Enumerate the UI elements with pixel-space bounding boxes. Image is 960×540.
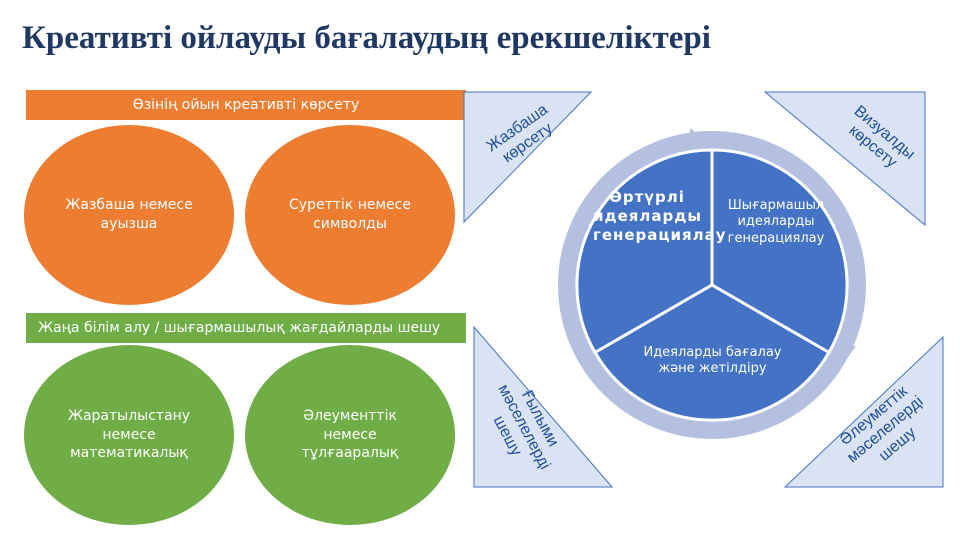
segment-bottom [592,283,832,422]
top-section-label: Өзінің ойын креативті көрсету [26,90,466,120]
segment-right-text: Шығармашыл идеяларды генерациялау [727,198,825,246]
triangle-bottom-left [473,325,614,488]
oval-social-or-interpersonal: Әлеументтік немесе тұлғааралық [245,345,455,525]
oval-visual-or-symbolic: Суреттік немесе символды [245,125,455,305]
arrowhead-left [581,350,599,369]
arrowhead-right [834,344,856,361]
triangle-top-left [463,91,593,224]
cycle-ring [558,131,866,439]
oval-written-or-oral: Жазбаша немесе ауызша [24,125,234,305]
triangle-top-right [763,91,926,227]
arrowhead-top [690,128,704,150]
bottom-section-label: Жаңа білім алу / шығармашылық жағдайлард… [26,313,466,343]
segment-bottom-text: Идеяларды бағалау және жетілдіру [643,345,782,377]
segment-right [710,148,849,355]
segment-left-text: Әртүрлі идеяларды генерациялау [593,188,727,244]
triangle-bottom-right [783,335,944,488]
oval-natural-science-or-math: Жаратылыстану немесе математикалық [24,345,234,525]
segment-left [575,148,714,355]
page-title: Креативті ойлауды бағалаудың ерекшелікте… [22,20,711,56]
